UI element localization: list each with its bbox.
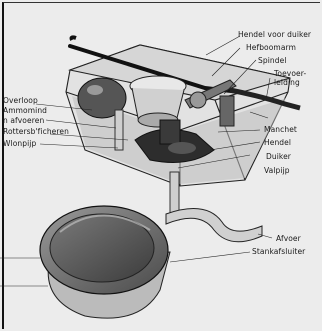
label-afvoer: Afvoer [276, 235, 301, 243]
label-hefboomarm: Hefboomarm [246, 44, 296, 52]
label-afvoeren: n afvoeren [3, 117, 44, 125]
label-valpijp: Valpijp [264, 167, 290, 175]
siphon-bell [130, 76, 186, 127]
label-overloop: Overloop [3, 97, 38, 105]
label-stankafsluiter: Stankafsluiter [252, 248, 305, 256]
label-ammomind: Ammomind [3, 107, 47, 115]
label-spindel: Spindel [258, 57, 287, 65]
label-wlonpijp: Wlonpijp [3, 140, 36, 148]
drain-trap [166, 209, 262, 242]
label-hendel: Hendel [264, 139, 291, 147]
overflow-pipe [115, 110, 123, 150]
label-hendel-voor-duiker: Hendel voor duiker [238, 31, 311, 39]
label-rottersb: Rottersb'ficheren [3, 128, 69, 136]
label-duiker: Duiker [266, 153, 291, 161]
label-toevoer: Toevoer- [274, 70, 306, 78]
toilet-bowl [40, 206, 170, 318]
label-manchet: Manchet [264, 126, 297, 134]
label-leiding: leiding [274, 79, 300, 87]
